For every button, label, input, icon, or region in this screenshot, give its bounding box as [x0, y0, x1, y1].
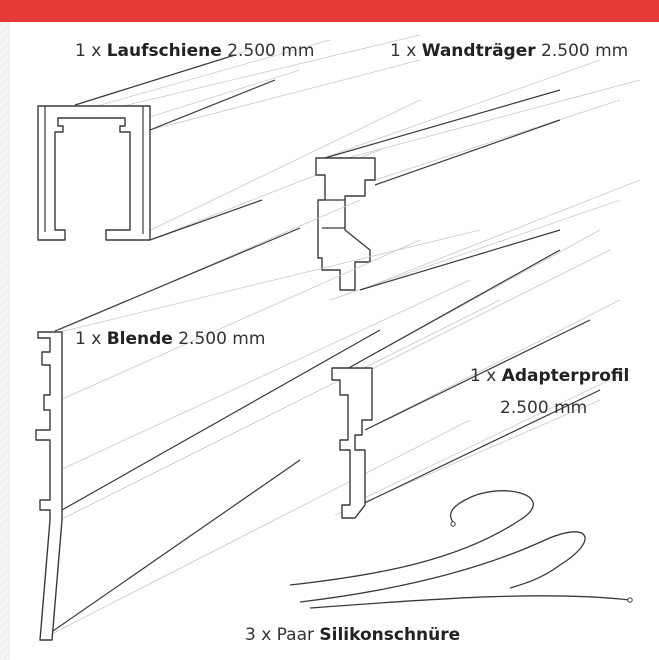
- qty: 3 x Paar: [245, 625, 314, 645]
- part-name: Silikonschnüre: [319, 625, 461, 645]
- size: 2.500 mm: [227, 41, 315, 61]
- label-blende: 1 x Blende 2.500 mm: [75, 328, 265, 350]
- blende-profile: [35, 199, 501, 641]
- part-name: Laufschiene: [106, 41, 222, 61]
- accent-bar: [0, 0, 659, 22]
- part-name: Blende: [106, 329, 173, 349]
- adapterprofil-profile: [331, 229, 631, 519]
- label-laufschiene: 1 x Laufschiene 2.500 mm: [75, 40, 314, 62]
- part-name: Adapterprofil: [501, 366, 630, 386]
- size: 2.500 mm: [541, 41, 629, 61]
- wandtraeger-profile: [315, 59, 641, 301]
- qty: 1 x: [390, 41, 417, 61]
- laufschiene-profile: [37, 34, 421, 241]
- silikonschnuere-cords: [289, 490, 633, 609]
- label-adapterprofil: 1 x Adapterprofil: [470, 365, 629, 387]
- product-card: [10, 22, 659, 660]
- label-wandtraeger: 1 x Wandträger 2.500 mm: [390, 40, 628, 62]
- qty: 1 x: [75, 329, 102, 349]
- label-silikonschnuere: 3 x Paar Silikonschnüre: [245, 624, 460, 646]
- qty: 1 x: [470, 366, 497, 386]
- part-name: Wandträger: [421, 41, 536, 61]
- size: 2.500 mm: [500, 398, 588, 418]
- size: 2.500 mm: [178, 329, 266, 349]
- qty: 1 x: [75, 41, 102, 61]
- label-adapterprofil-size: 2.500 mm: [500, 397, 587, 419]
